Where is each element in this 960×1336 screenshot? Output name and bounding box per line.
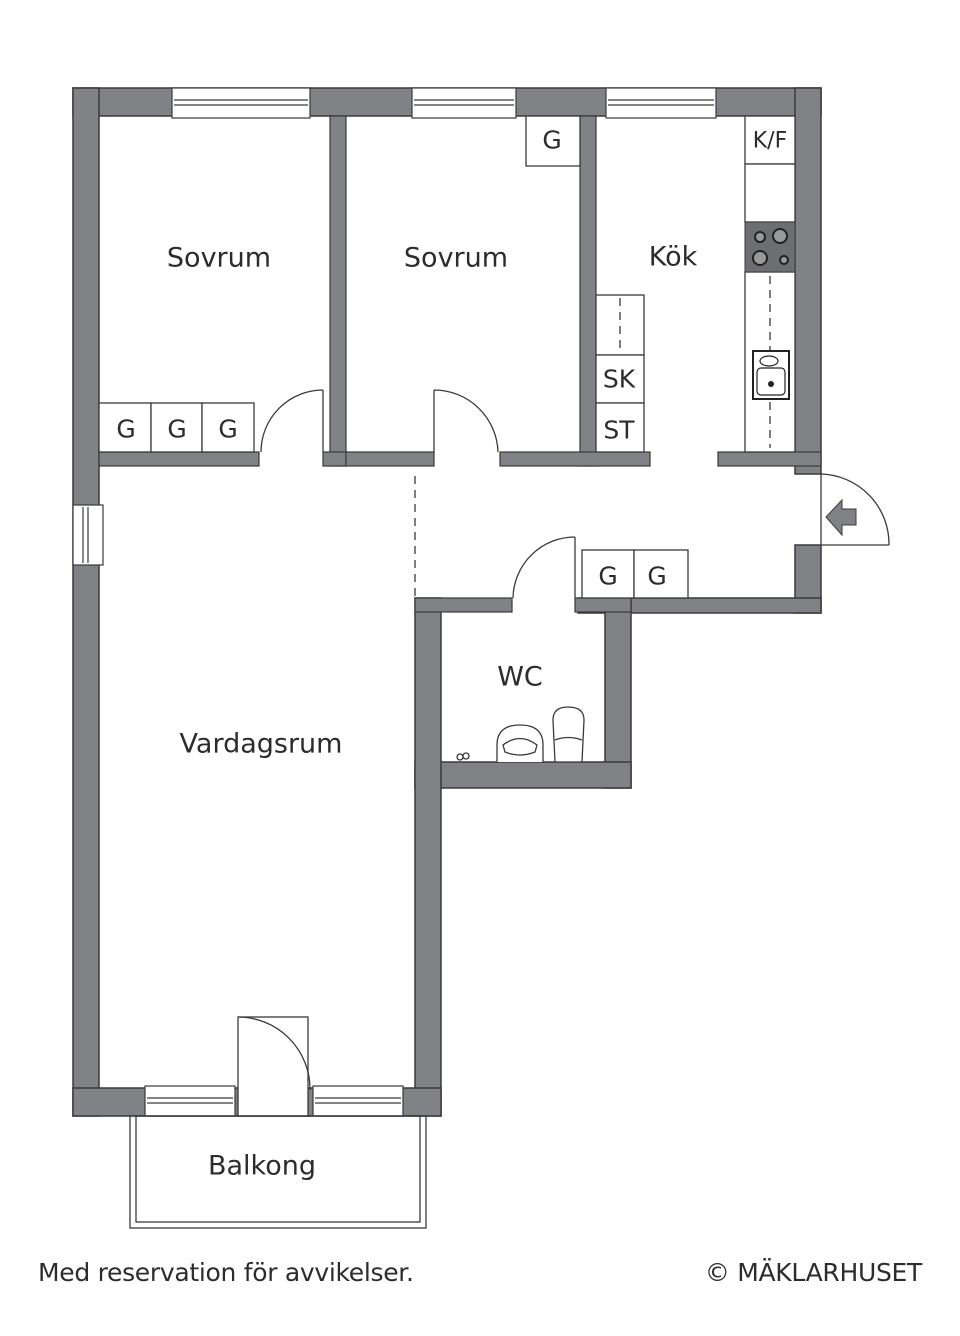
room-label-balcony: Balkong [207, 1150, 317, 1182]
disclaimer-text: Med reservation för avvikelser. [38, 1258, 414, 1287]
wardrobe-label: G [647, 561, 667, 591]
room-label-kitchen: Kök [648, 241, 698, 273]
wardrobe-label: G [542, 125, 562, 155]
copyright-text: © MÄKLARHUSET [704, 1258, 922, 1287]
room-label-living-room: Vardagsrum [179, 728, 343, 760]
room-label-bedroom-2: Sovrum [403, 242, 509, 274]
room-label-bedroom-1: Sovrum [166, 242, 272, 274]
cleaning-closet-label: SK [602, 364, 636, 394]
wardrobe-label: G [116, 414, 136, 444]
room-label-wc: WC [497, 661, 543, 693]
wardrobe-label: G [218, 414, 238, 444]
wardrobe-label: G [167, 414, 187, 444]
storage-label: ST [603, 415, 635, 445]
fridge-freezer-label: K/F [752, 128, 788, 154]
wardrobe-label: G [598, 561, 618, 591]
